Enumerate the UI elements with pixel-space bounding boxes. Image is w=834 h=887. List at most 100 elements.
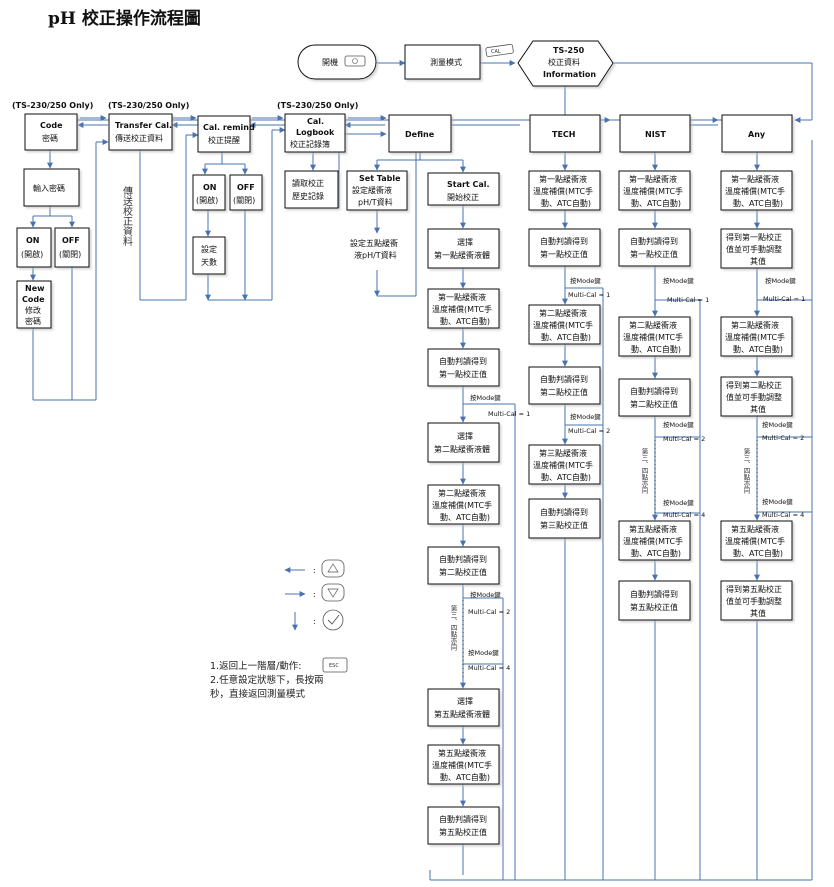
svg-text:(關閉): (關閉): [59, 250, 81, 259]
logbook-box[interactable]: Cal. Logbook 校正記錄簿: [284, 113, 346, 153]
any-mode-label-3: 按Mode鍵: [762, 497, 793, 506]
power-label: 開機: [322, 57, 338, 67]
enter-key-icon: [322, 609, 344, 631]
code-on-box[interactable]: ON (開啟): [16, 227, 52, 268]
set-days-box[interactable]: 設定 天數: [192, 236, 226, 275]
define-buffer-1[interactable]: 第一點緩衝液 溫度補償(MTC手 動、ATC自動): [427, 288, 500, 329]
nist-auto-2[interactable]: 自動判讀得到 第二點校正值: [618, 378, 691, 417]
any-box[interactable]: Any: [721, 114, 793, 153]
svg-text:第一點緩衝液: 第一點緩衝液: [539, 174, 587, 184]
transfer-box[interactable]: Transfer Cal. 傳送校正資料: [108, 113, 173, 151]
svg-text:Information: Information: [543, 70, 596, 79]
tech-mode-label-2: 按Mode鍵: [570, 412, 601, 421]
remind-box[interactable]: Cal. remind 校正提醒: [197, 115, 255, 153]
tech-buffer-1[interactable]: 第一點緩衝液 溫度補償(MTC手 動、ATC自動): [528, 170, 601, 211]
define-buffer-5[interactable]: 第五點緩衝液 溫度補償(MTC手 動、ATC自動): [427, 744, 500, 785]
svg-text:ON: ON: [203, 183, 217, 192]
nist-auto-1[interactable]: 自動判讀得到 第一點校正值: [618, 228, 691, 267]
svg-text:動、ATC自動): 動、ATC自動): [631, 198, 681, 208]
power-button[interactable]: 開機: [297, 44, 377, 80]
svg-text:動、ATC自動): 動、ATC自動): [733, 344, 783, 354]
svg-text:溫度補償(MTC手: 溫度補償(MTC手: [725, 332, 785, 342]
read-history-box[interactable]: 讀取校正 歷史記錄: [284, 170, 339, 209]
svg-text:動、ATC自動): 動、ATC自動): [440, 772, 490, 782]
code-off-box[interactable]: OFF (關閉): [54, 227, 90, 268]
svg-text:第二點緩衝液: 第二點緩衝液: [731, 320, 779, 330]
define-auto-5[interactable]: 自動判讀得到 第五點校正值: [427, 806, 500, 845]
svg-text:OFF: OFF: [237, 183, 255, 192]
nist-box[interactable]: NIST: [619, 114, 691, 153]
svg-text:第一點緩衝液: 第一點緩衝液: [629, 174, 677, 184]
svg-text:(關閉): (關閉): [233, 196, 255, 205]
remind-off-box[interactable]: OFF (關閉): [229, 174, 263, 211]
any-buffer-5[interactable]: 第五點緩衝液 溫度補償(MTC手 動、ATC自動): [720, 520, 793, 561]
nist-auto-5[interactable]: 自動判讀得到 第五點校正值: [618, 580, 691, 621]
start-cal-box[interactable]: Start Cal. 開始校正: [427, 172, 500, 206]
code-box[interactable]: Code 密碼: [24, 113, 78, 151]
define-auto-1[interactable]: 自動判讀得到 第一點校正值: [427, 348, 500, 387]
remind-on-box[interactable]: ON (開啟): [192, 174, 226, 211]
define-box[interactable]: Define: [388, 114, 452, 153]
nist-buffer-1[interactable]: 第一點緩衝液 溫度補償(MTC手 動、ATC自動): [618, 170, 691, 211]
svg-text:第一點緩衝液: 第一點緩衝液: [731, 174, 779, 184]
five-buffer-box: 設定五點緩衝 液pH/T資料: [350, 238, 398, 260]
define-buffer-2[interactable]: 第二點緩衝液 溫度補償(MTC手 動、ATC自動): [427, 484, 500, 525]
define-vertical-note: 第三、四點亦同: [449, 604, 457, 652]
define-auto-2[interactable]: 自動判讀得到 第二點校正值: [427, 546, 500, 585]
svg-text:動、ATC自動): 動、ATC自動): [541, 472, 591, 482]
svg-text:第五點緩衝液: 第五點緩衝液: [629, 524, 677, 534]
svg-text:(開啟): (開啟): [196, 195, 218, 205]
any-get-2[interactable]: 得到第二點校正 值並可手動調整 其值: [720, 376, 793, 417]
define-select-2[interactable]: 選擇 第二點緩衝液體: [427, 422, 500, 463]
svg-text:第一點校正值: 第一點校正值: [540, 249, 588, 259]
any-get-1[interactable]: 得到第一點校正 值並可手動調整 其值: [720, 228, 793, 269]
define-select-1[interactable]: 選擇 第一點緩衝液體: [427, 228, 500, 269]
svg-text:傳送校正資料: 傳送校正資料: [115, 133, 163, 143]
svg-text:第五點校正值: 第五點校正值: [630, 602, 678, 612]
esc-key-icon: ESC: [322, 657, 348, 673]
tech-auto-2[interactable]: 自動判讀得到 第二點校正值: [528, 366, 601, 405]
nist-buffer-2[interactable]: 第二點緩衝液 溫度補償(MTC手 動、ATC自動): [618, 316, 691, 357]
svg-text:動、ATC自動): 動、ATC自動): [631, 548, 681, 558]
enter-code-box[interactable]: 輸入密碼: [23, 168, 80, 207]
any-get-5[interactable]: 得到第五點校正 值並可手動調整 其值: [720, 580, 793, 621]
measure-mode-label: 測量模式: [430, 57, 462, 67]
cal-key-icon: CAL: [485, 43, 514, 57]
tech-box[interactable]: TECH: [529, 114, 601, 153]
svg-text:ESC: ESC: [329, 663, 339, 669]
svg-text:溫度補償(MTC手: 溫度補償(MTC手: [623, 536, 683, 546]
svg-text:自動判讀得到: 自動判讀得到: [630, 589, 678, 599]
svg-text:(開啟): (開啟): [21, 249, 43, 259]
tech-auto-3[interactable]: 自動判讀得到 第三點校正值: [528, 498, 601, 539]
new-code-box[interactable]: New Code 修改 密碼: [16, 280, 52, 329]
svg-text:第五點緩衝液: 第五點緩衝液: [731, 524, 779, 534]
svg-text:溫度補償(MTC手: 溫度補償(MTC手: [533, 460, 593, 470]
measure-mode-box[interactable]: 測量模式: [404, 44, 481, 80]
set-table-box[interactable]: Set Table 設定緩衝液 pH/T資料: [346, 170, 408, 211]
nist-multi-cal-1: Multi-Cal = 1: [667, 296, 709, 304]
svg-text:溫度補償(MTC手: 溫度補償(MTC手: [623, 186, 683, 196]
info-hexagon[interactable]: TS-250 校正資料 Information: [517, 40, 614, 87]
any-buffer-2[interactable]: 第二點緩衝液 溫度補償(MTC手 動、ATC自動): [720, 316, 793, 357]
svg-text:其值: 其值: [750, 608, 766, 618]
page-title: pH 校正操作流程圖: [48, 9, 201, 29]
define-select-5[interactable]: 選擇 第五點緩衝液體: [427, 688, 500, 727]
svg-text:動、ATC自動): 動、ATC自動): [440, 316, 490, 326]
tech-buffer-2[interactable]: 第二點緩衝液 溫度補償(MTC手 動、ATC自動): [528, 304, 601, 345]
svg-text:溫度補償(MTC手: 溫度補償(MTC手: [432, 500, 492, 510]
nist-multi-cal-2: Multi-Cal = 2: [663, 435, 705, 443]
svg-text:自動判讀得到: 自動判讀得到: [439, 554, 487, 564]
nist-buffer-5[interactable]: 第五點緩衝液 溫度補償(MTC手 動、ATC自動): [618, 520, 691, 561]
tech-auto-1[interactable]: 自動判讀得到 第一點校正值: [528, 228, 601, 267]
svg-text:自動判讀得到: 自動判讀得到: [439, 814, 487, 824]
svg-text:第三點校正值: 第三點校正值: [540, 520, 588, 530]
tech-buffer-3[interactable]: 第三點緩衝液 溫度補償(MTC手 動、ATC自動): [528, 444, 601, 485]
any-buffer-1[interactable]: 第一點緩衝液 溫度補償(MTC手 動、ATC自動): [720, 170, 793, 211]
svg-text:溫度補償(MTC手: 溫度補償(MTC手: [533, 320, 593, 330]
svg-text:動、ATC自動): 動、ATC自動): [733, 198, 783, 208]
svg-text:值並可手動調整: 值並可手動調整: [726, 596, 782, 606]
legend-note-2: 2.任意設定狀態下，長按兩秒，直接返回測量模式: [210, 675, 324, 700]
svg-text:密碼: 密碼: [25, 316, 41, 326]
power-key-icon: [344, 55, 366, 67]
